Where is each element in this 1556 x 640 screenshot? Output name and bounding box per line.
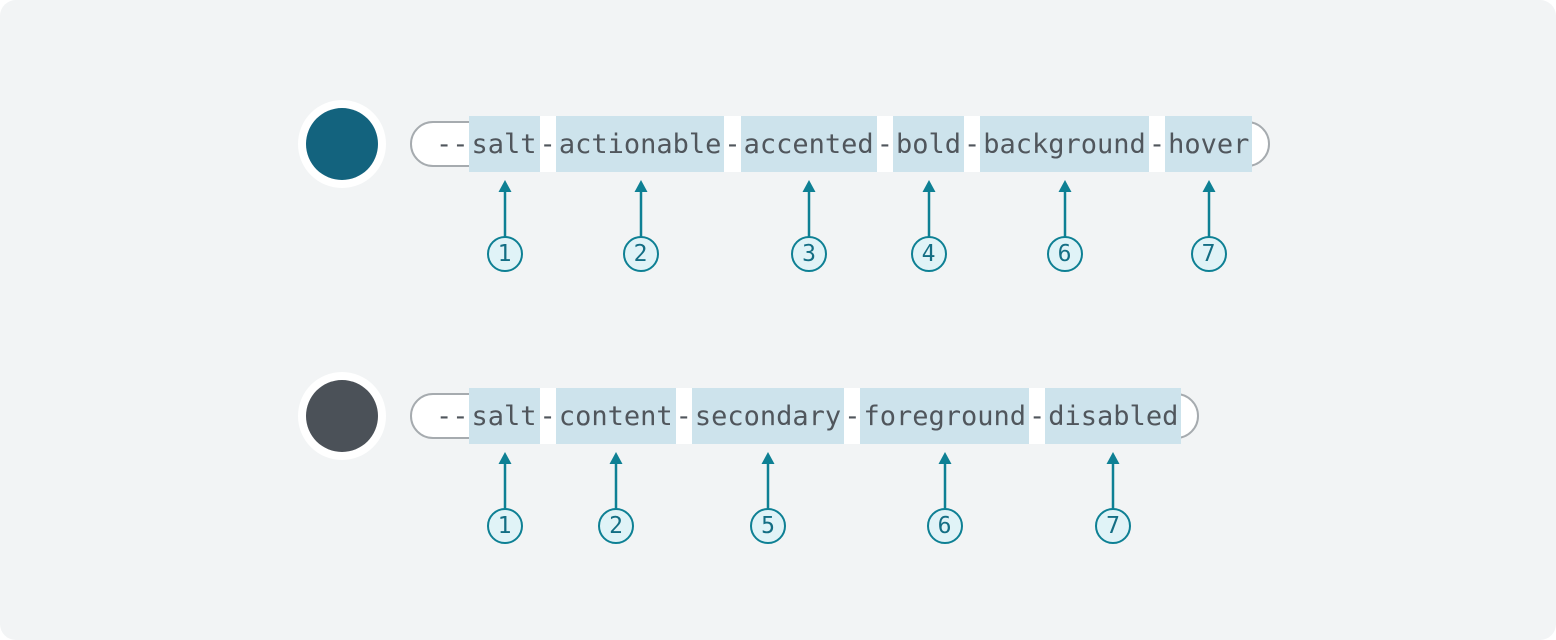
arrow-up-icon bbox=[1202, 180, 1215, 238]
number-badge: 6 bbox=[1046, 180, 1083, 272]
token-segment-separator: - bbox=[876, 116, 893, 172]
token-segment-highlight: salt bbox=[468, 388, 540, 444]
token-segment-highlight: accented bbox=[740, 116, 877, 172]
token-segment-highlight: disabled bbox=[1045, 388, 1182, 444]
token-segment-highlight: hover bbox=[1165, 116, 1253, 172]
token-pill: --salt-content-secondary-foreground-disa… bbox=[410, 388, 1200, 444]
token-pill: --salt-actionable-accented-bold-backgrou… bbox=[410, 116, 1271, 172]
color-swatch bbox=[298, 100, 386, 188]
badge-number: 7 bbox=[1190, 236, 1227, 272]
badge-number: 3 bbox=[791, 236, 827, 272]
number-badge: 6 bbox=[926, 452, 963, 544]
number-badge: 4 bbox=[910, 180, 947, 272]
arrow-up-icon bbox=[761, 452, 775, 510]
swatch-color-fill bbox=[306, 380, 378, 452]
number-badge: 1 bbox=[486, 180, 523, 272]
badge-number: 2 bbox=[598, 508, 634, 544]
badge-number: 1 bbox=[486, 236, 523, 272]
token-segment-separator: - bbox=[1029, 388, 1046, 444]
token-segment-highlight: salt bbox=[468, 116, 540, 172]
number-badge: 5 bbox=[750, 452, 786, 544]
arrow-up-icon bbox=[1058, 180, 1071, 238]
token-segment-highlight: foreground bbox=[860, 388, 1030, 444]
token-segment-separator: - bbox=[844, 388, 861, 444]
arrow-up-icon bbox=[1106, 452, 1120, 510]
token-row: --salt-actionable-accented-bold-backgrou… bbox=[410, 116, 1271, 272]
token-segment-highlight: bold bbox=[892, 116, 964, 172]
token-segment-highlight: content bbox=[555, 388, 676, 444]
arrow-up-icon bbox=[634, 180, 647, 238]
arrow-up-icon bbox=[802, 180, 816, 238]
badge-number: 7 bbox=[1095, 508, 1131, 544]
badge-number: 5 bbox=[750, 508, 786, 544]
number-badge: 3 bbox=[791, 180, 827, 272]
token-segment-highlight: secondary bbox=[691, 388, 845, 444]
number-badge: 2 bbox=[598, 452, 634, 544]
number-badge: 2 bbox=[622, 180, 659, 272]
number-badge: 1 bbox=[486, 452, 523, 544]
badge-number: 6 bbox=[1046, 236, 1083, 272]
token-segment-separator: - bbox=[675, 388, 692, 444]
arrow-up-icon bbox=[498, 452, 511, 510]
arrow-up-icon bbox=[498, 180, 511, 238]
badge-number: 6 bbox=[926, 508, 963, 544]
token-segment-prefix: -- bbox=[436, 128, 469, 160]
token-segment-separator: - bbox=[539, 388, 556, 444]
token-segment-highlight: background bbox=[980, 116, 1149, 172]
arrow-up-icon bbox=[922, 180, 935, 238]
badge-number: 4 bbox=[910, 236, 947, 272]
token-segment-separator: - bbox=[1148, 116, 1166, 172]
token-segment-separator: - bbox=[963, 116, 981, 172]
badge-number: 1 bbox=[486, 508, 523, 544]
arrow-up-icon bbox=[609, 452, 623, 510]
color-swatch bbox=[298, 372, 386, 460]
token-segment-separator: - bbox=[539, 116, 556, 172]
arrow-up-icon bbox=[938, 452, 951, 510]
badge-number: 2 bbox=[622, 236, 659, 272]
number-badge: 7 bbox=[1095, 452, 1131, 544]
swatch-color-fill bbox=[306, 108, 378, 180]
token-segment-separator: - bbox=[724, 116, 741, 172]
token-row: --salt-content-secondary-foreground-disa… bbox=[410, 388, 1200, 544]
token-segment-prefix: -- bbox=[436, 400, 469, 432]
token-segment-highlight: actionable bbox=[555, 116, 725, 172]
number-badge: 7 bbox=[1190, 180, 1227, 272]
